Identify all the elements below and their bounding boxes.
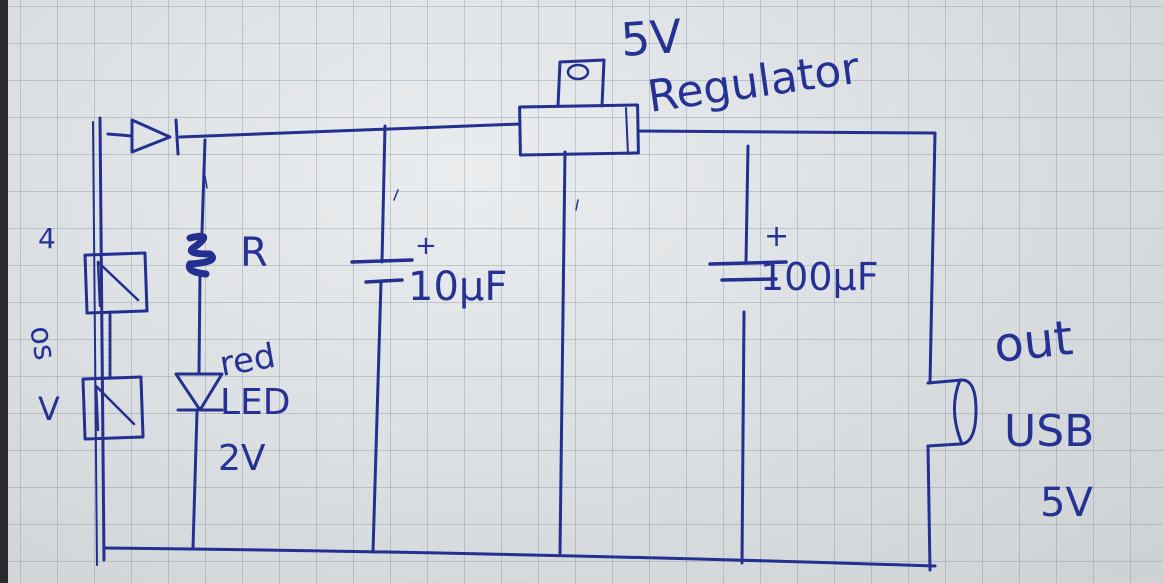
regulator-ground-wire [558,150,567,555]
usb-voltage-label: 5V [1040,480,1093,526]
left-rail-wire [98,116,106,562]
ink-mark [393,189,399,201]
ink-mark [575,199,579,211]
led-label: LED [220,382,291,423]
top-wire-from-regulator [636,129,937,135]
led-to-ground-wire [191,410,199,550]
usb-out-label: out [991,310,1075,374]
capacitor-small-polarity: + [415,231,437,261]
capacitor-10uf-symbol [350,258,414,284]
right-wire-upper [928,131,937,385]
regulator-voltage-label: 5V [619,9,684,67]
capacitor-small-value: 10µF [408,264,507,310]
usb-label: USB [1004,406,1094,457]
top-wire-to-diode [106,132,134,138]
resistor-to-led-wire [197,272,202,374]
capacitor-100uf-symbol [708,260,788,282]
ink-mark [204,175,208,189]
solar-panel-symbol [81,251,149,441]
led-color-label: red [217,336,279,385]
solar-unit-label: V [38,390,60,428]
cap-small-top-wire [380,124,387,264]
led-voltage-label: 2V [218,438,266,479]
voltage-regulator-symbol [518,58,640,157]
resistor-label: R [240,230,268,276]
capacitor-large-value: 100µF [760,255,879,299]
resistor-top-wire [200,138,207,234]
capacitor-large-polarity: + [764,219,789,254]
right-wire-lower [926,444,932,572]
led-symbol [174,372,224,412]
solar-label: os [22,323,62,363]
cap-small-bottom-wire [371,280,383,554]
diode-symbol [130,118,180,156]
cap-large-bottom-wire [740,310,746,565]
usb-port-symbol [926,378,978,448]
left-rail-wire-double [92,121,98,566]
wires [92,116,937,572]
bottom-ground-wire [102,546,937,568]
notebook-edge [0,0,10,583]
resistor-symbol [185,232,216,278]
grid-paper [8,0,1163,583]
top-wire-to-regulator [178,122,522,139]
cap-large-top-wire [744,144,750,264]
solar-voltage-label: 4 [38,222,56,255]
